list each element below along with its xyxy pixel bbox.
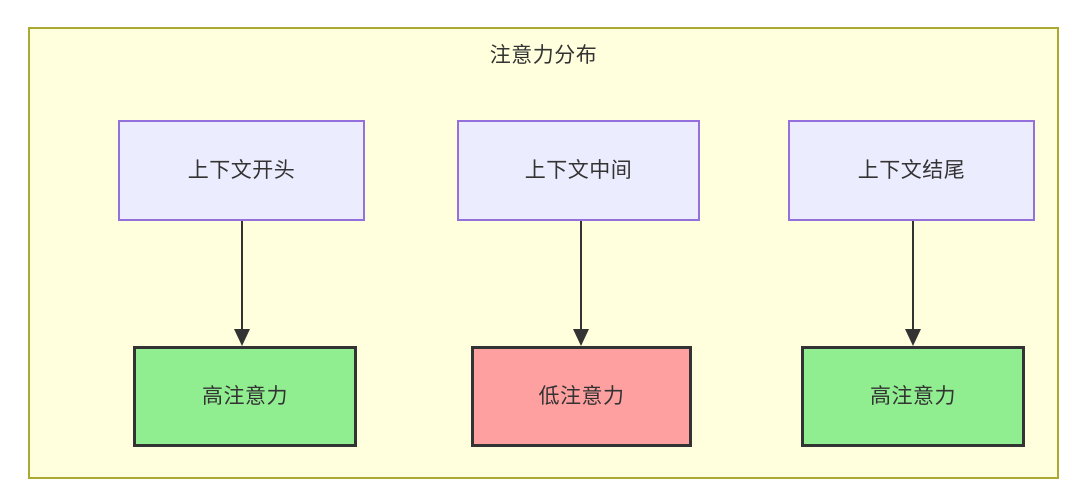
down-arrow-icon <box>905 329 921 346</box>
attention-distribution-subgraph: 注意力分布 上下文开头 上下文中间 上下文结尾 高注意力 低 <box>28 27 1059 479</box>
node-high-attention-end[interactable]: 高注意力 <box>801 346 1025 447</box>
node-label: 上下文结尾 <box>857 158 966 182</box>
node-label: 上下文开头 <box>187 158 296 182</box>
node-label: 上下文中间 <box>524 158 633 182</box>
node-context-beginning[interactable]: 上下文开头 <box>118 120 365 221</box>
node-low-attention-middle[interactable]: 低注意力 <box>471 346 692 447</box>
edge-middle-to-low-attention <box>573 221 589 346</box>
node-high-attention-beginning[interactable]: 高注意力 <box>133 346 357 447</box>
node-context-end[interactable]: 上下文结尾 <box>788 120 1035 221</box>
node-context-middle[interactable]: 上下文中间 <box>457 120 700 221</box>
node-label: 高注意力 <box>202 384 288 408</box>
down-arrow-icon <box>234 329 250 346</box>
edge-beginning-to-high-attention <box>234 221 250 346</box>
edge-end-to-high-attention <box>905 221 921 346</box>
subgraph-title: 注意力分布 <box>489 44 598 67</box>
down-arrow-icon <box>573 329 589 346</box>
node-label: 低注意力 <box>538 384 625 408</box>
node-label: 高注意力 <box>870 384 956 408</box>
